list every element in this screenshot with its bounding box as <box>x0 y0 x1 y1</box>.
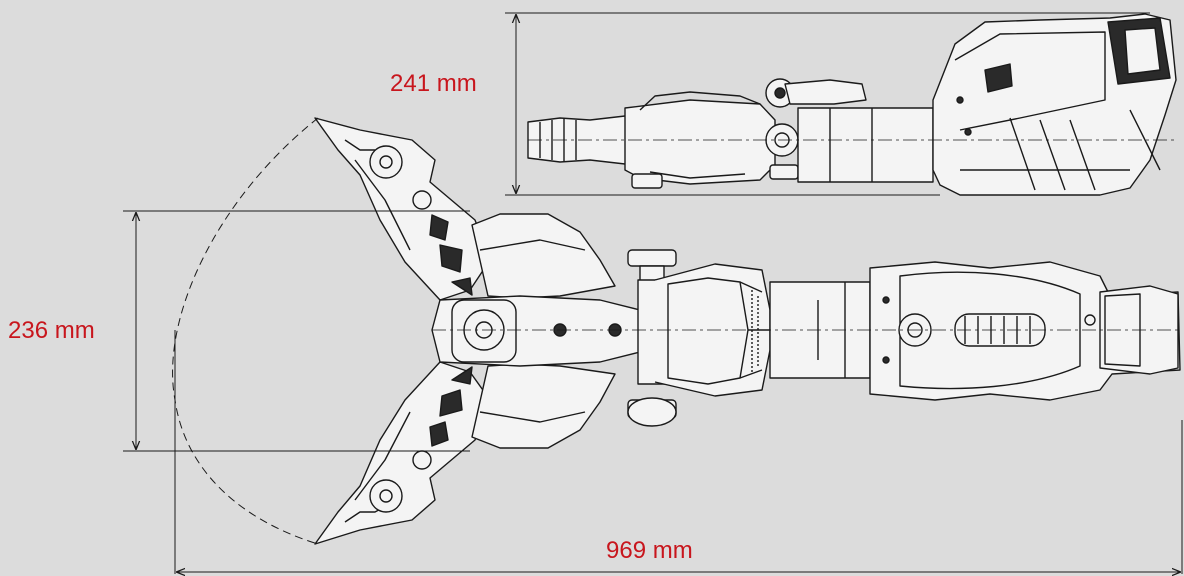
dimension-236 <box>123 210 470 452</box>
jaw-opening-arc <box>172 117 319 545</box>
dimension-241 <box>505 12 1150 196</box>
dimension-label-height-top: 241 mm <box>390 70 477 97</box>
dimension-969 <box>174 330 1183 574</box>
dimension-label-total-length: 969 mm <box>606 537 693 564</box>
tool-top-view <box>527 13 1177 196</box>
dimension-label-height-front: 236 mm <box>8 317 95 344</box>
